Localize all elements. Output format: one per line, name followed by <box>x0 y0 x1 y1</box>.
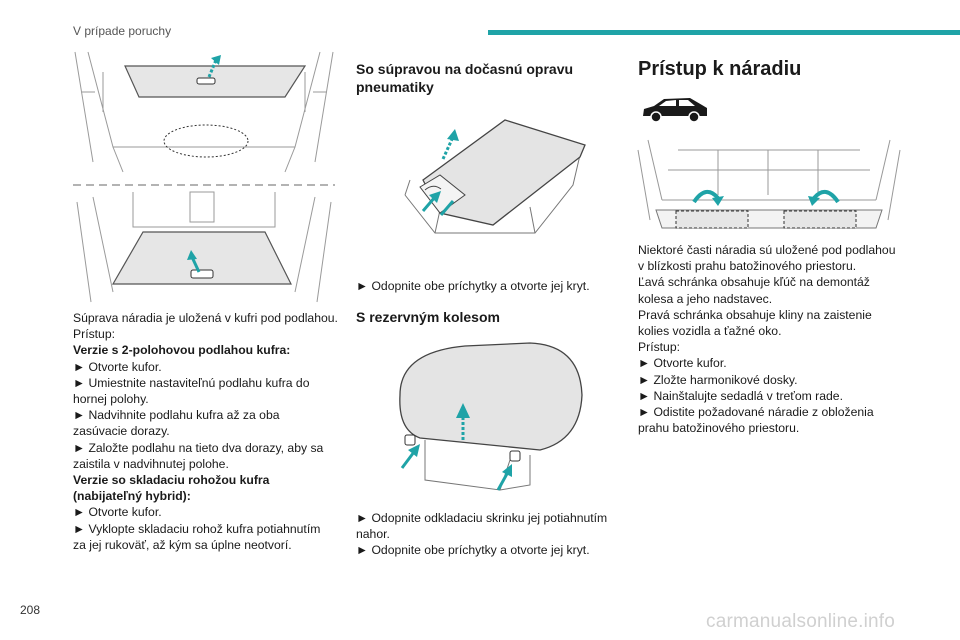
col2-step-1: ► Odopnite obe príchytky a otvorte jej k… <box>356 279 590 293</box>
text-line: kolesa a jeho nadstavec. <box>638 291 773 306</box>
text-line: ► Otvorte kufor. <box>73 359 162 374</box>
text-line: ► Odopnite obe príchytky a otvorte jej k… <box>356 543 590 558</box>
text-line: So súpravou na dočasnú opravu <box>356 61 574 77</box>
text-line: Niektoré časti náradia sú uložené pod po… <box>638 243 896 257</box>
page-number: 208 <box>20 603 41 617</box>
col2-steps-2: ► Odopnite odkladaciu skrinku jej potiah… <box>356 510 616 559</box>
col2-step: ► Odopnite odkladaciu skrinku jej potiah… <box>356 510 616 542</box>
text-line: ► Odistite požadované náradie z obloženi… <box>638 405 874 420</box>
text-line: za jej rukoväť, až kým sa úplne neotvorí… <box>73 537 292 552</box>
suv-car-icon <box>643 98 707 123</box>
text-line: v blízkosti prahu batožinového priestoru… <box>638 259 857 274</box>
text-line: Verzie s 2-polohovou podlahou kufra: <box>73 343 291 358</box>
text-line: ► Odopnite odkladaciu skrinku jej potiah… <box>356 511 608 525</box>
text-line: Súprava náradia je uložená v kufri pod p… <box>73 311 338 325</box>
col1-step: ► Otvorte kufor. <box>73 504 343 520</box>
col1-text: Súprava náradia je uložená v kufri pod p… <box>73 310 343 553</box>
text-line: Pravá schránka obsahuje kliny na zaisten… <box>638 307 872 322</box>
tool-compartments-illustration <box>637 139 901 229</box>
running-header: V prípade poruchy <box>73 24 172 38</box>
text-line: kolies vozidla a ťažné oko. <box>638 324 782 339</box>
col3-body: Niektoré časti náradia sú uložené pod po… <box>638 242 913 436</box>
spare-wheel-illustration <box>399 342 583 491</box>
text-line: ► Založte podlahu na tieto dva dorazy, a… <box>73 440 324 455</box>
col1-subhead-1: Verzie s 2-polohovou podlahou kufra: <box>73 342 343 358</box>
col1-step: ► Vyklopte skladaciu rohož kufra potiahn… <box>73 521 343 553</box>
text-line: hornej polohy. <box>73 392 149 407</box>
text-line: zaistila v nadvihnutej polohe. <box>73 456 229 471</box>
text-line: ► Otvorte kufor. <box>638 356 727 371</box>
text-line: Prístup: <box>73 327 115 342</box>
text-line: pneumatiky <box>356 79 434 95</box>
repair-kit-illustration <box>404 119 586 234</box>
text-line: (nabijateľný hybrid): <box>73 489 191 504</box>
text-line: Prístup: <box>638 340 680 355</box>
col1-step: ► Založte podlahu na tieto dva dorazy, a… <box>73 440 343 472</box>
col2-step: ► Odopnite obe príchytky a otvorte jej k… <box>356 542 616 558</box>
text-line: ► Nainštalujte sedadlá v treťom rade. <box>638 388 843 403</box>
col2-title-1: So súpravou na dočasnú opravu pneumatiky <box>356 60 596 96</box>
text-line: zasúvacie dorazy. <box>73 424 170 439</box>
trunk-floor-illustration <box>73 51 335 303</box>
text-line: ► Vyklopte skladaciu rohož kufra potiahn… <box>73 521 321 536</box>
header-accent-bar <box>488 30 960 35</box>
col3-title: Prístup k náradiu <box>638 58 802 80</box>
text-line: Verzie so skladaciu rohožou kufra <box>73 473 270 488</box>
text-line: ► Zložte harmonikové dosky. <box>638 372 798 387</box>
col1-step: ► Otvorte kufor. <box>73 359 343 375</box>
col2-title-2: S rezervným kolesom <box>356 309 500 325</box>
col1-subhead-2: Verzie so skladaciu rohožou kufra(nabija… <box>73 472 343 504</box>
text-line: ► Otvorte kufor. <box>73 505 162 520</box>
text-line: ► Umiestnite nastaviteľnú podlahu kufra … <box>73 375 310 390</box>
text-line: Ľavá schránka obsahuje kľúč na demontáž <box>638 275 870 290</box>
text-line: nahor. <box>356 527 390 542</box>
text-line: prahu batožinového priestoru. <box>638 421 800 436</box>
watermark: carmanualsonline.info <box>706 611 896 632</box>
col1-step: ► Umiestnite nastaviteľnú podlahu kufra … <box>73 375 343 407</box>
col1-intro: Súprava náradia je uložená v kufri pod p… <box>73 310 343 342</box>
text-line: ► Nadvihnite podlahu kufra až za oba <box>73 408 280 423</box>
